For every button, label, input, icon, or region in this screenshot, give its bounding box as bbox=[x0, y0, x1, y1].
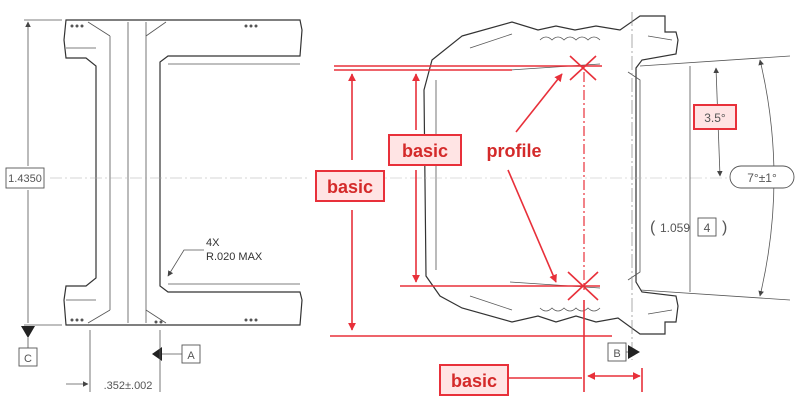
datum-c-triangle bbox=[21, 326, 35, 338]
left-view: 1.4350 C 4X R.020 MAX A .352±.002 bbox=[5, 19, 310, 392]
ref-dim-value: 1.059 bbox=[660, 221, 690, 235]
width-dim-text: .352±.002 bbox=[104, 380, 153, 392]
basic-label-left: basic bbox=[327, 177, 373, 197]
angle-total-frame bbox=[729, 165, 795, 189]
radius-note-count: 4X bbox=[206, 237, 220, 249]
callout-basic-bottom: basic bbox=[439, 364, 509, 396]
profile-leader-bottom bbox=[507, 169, 557, 283]
radius-note-value: R.020 MAX bbox=[206, 251, 263, 263]
datum-b-frame bbox=[607, 342, 627, 362]
profile-label: profile bbox=[486, 141, 541, 161]
knurl-marks bbox=[70, 24, 258, 324]
angle-small-frame bbox=[693, 104, 737, 130]
ref-dim-paren-close: ) bbox=[722, 219, 727, 236]
datum-b-label: B bbox=[613, 348, 620, 360]
ref-dim-count: 4 bbox=[704, 221, 711, 235]
callout-profile: profile bbox=[485, 140, 543, 163]
left-part-chamfer bbox=[87, 21, 111, 37]
callout-basic-left: basic bbox=[315, 170, 385, 202]
basic-label-bottom: basic bbox=[451, 371, 497, 391]
right-view: 7°±1° ( 1.059 4 ) B bbox=[330, 12, 795, 362]
right-part-inner bbox=[435, 33, 673, 315]
angle-extension-bottom bbox=[639, 289, 791, 301]
angle-extension-top bbox=[639, 55, 791, 67]
left-part-chamfer bbox=[87, 309, 111, 324]
left-part-chamfer bbox=[145, 309, 167, 324]
right-part-outline bbox=[423, 15, 679, 335]
right-knurl-bottom bbox=[539, 307, 601, 312]
left-part-outline bbox=[63, 19, 303, 326]
basic-label-middle: basic bbox=[402, 141, 448, 161]
profile-leader-top bbox=[515, 73, 563, 133]
profile-point-cross-bottom bbox=[567, 271, 599, 301]
ref-dim-count-frame bbox=[697, 217, 717, 237]
datum-b-triangle bbox=[628, 345, 640, 359]
radius-note-leader bbox=[167, 249, 204, 277]
profile-point-cross-top bbox=[569, 55, 597, 81]
callout-basic-middle: basic bbox=[388, 134, 462, 166]
ref-dim-paren-open: ( bbox=[650, 219, 656, 236]
right-knurl-top bbox=[539, 36, 601, 41]
red-annotations: 3.5° bbox=[330, 55, 737, 392]
angle-small-text: 3.5° bbox=[704, 111, 726, 125]
left-part-chamfer bbox=[145, 21, 167, 37]
datum-c-label: C bbox=[24, 353, 32, 365]
datum-a-frame bbox=[181, 344, 201, 364]
height-dim-text: 1.4350 bbox=[8, 173, 42, 185]
angle-total-text: 7°±1° bbox=[747, 171, 777, 185]
datum-a-label: A bbox=[187, 350, 195, 362]
datum-c-frame bbox=[18, 347, 38, 367]
datum-a-triangle bbox=[152, 347, 162, 361]
basic-dim-frame bbox=[5, 167, 45, 189]
